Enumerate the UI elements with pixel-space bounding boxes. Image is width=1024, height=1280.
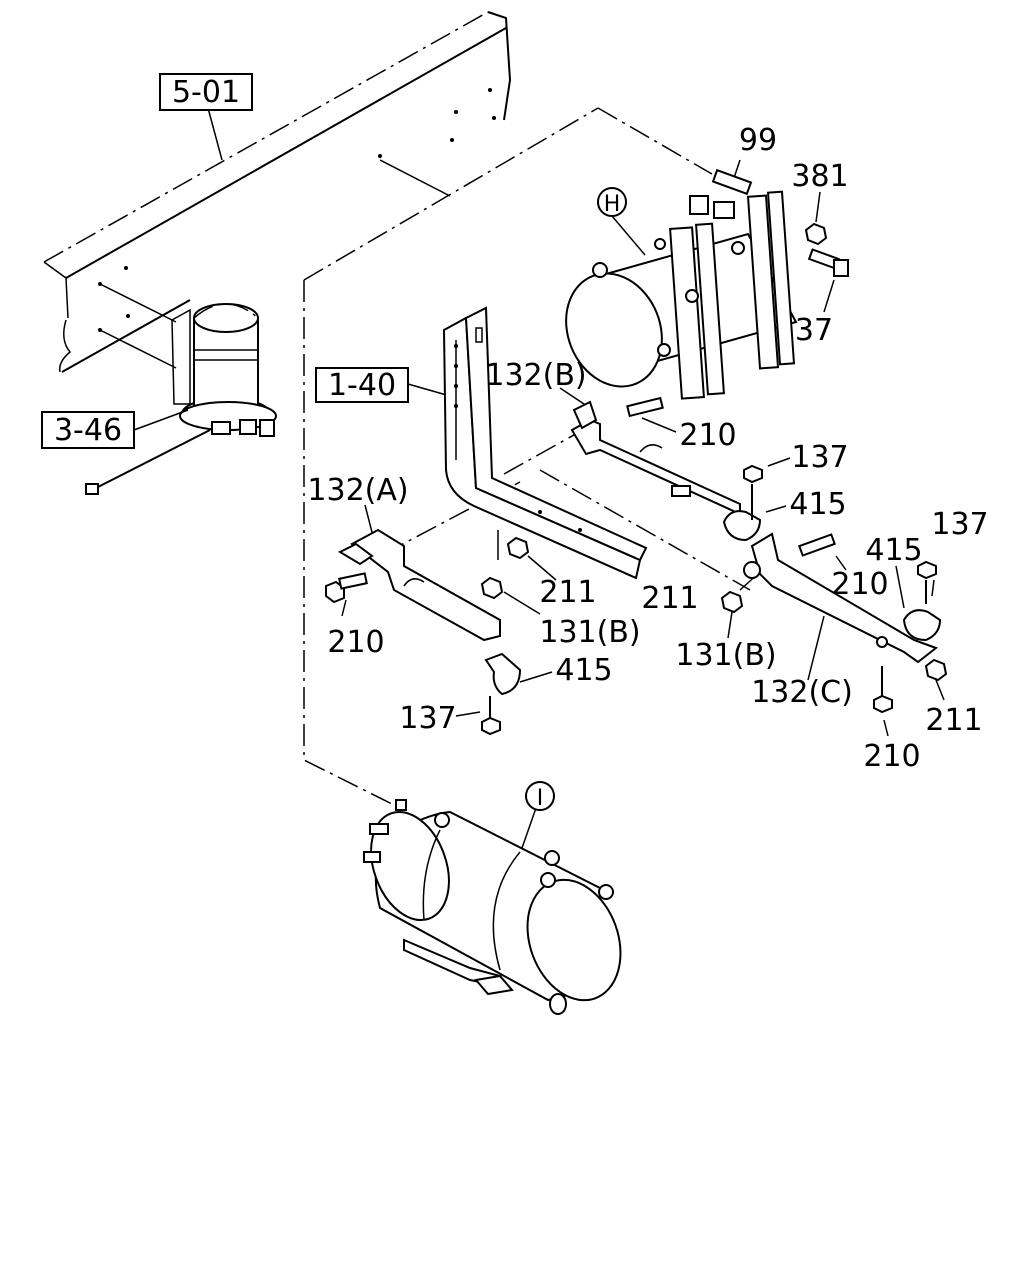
callout-415: 415	[865, 533, 922, 568]
callout-210: 210	[327, 625, 384, 660]
phantom-lines	[303, 107, 751, 809]
callout-210: 210	[831, 567, 888, 602]
callout-211: 211	[539, 575, 596, 610]
bracket-132c	[743, 532, 939, 664]
callout-137: 137	[399, 701, 456, 736]
callout-210: 210	[679, 418, 736, 453]
ref-box-label: 1-40	[328, 368, 396, 403]
callout-99: 99	[739, 123, 777, 158]
frame-rail	[43, 11, 512, 373]
callout-132c: 132(C)	[751, 675, 853, 710]
callout-137: 137	[931, 507, 988, 542]
callout-131b: 131(B)	[675, 638, 776, 673]
lower-air-tank	[363, 799, 622, 1015]
bracket-132a	[337, 528, 501, 642]
ref-box-label: 5-01	[172, 75, 240, 110]
view-marker-label: I	[537, 786, 544, 811]
callout-132a: 132(A)	[307, 473, 408, 508]
callout-415: 415	[789, 487, 846, 522]
callout-211: 211	[925, 703, 982, 738]
bolts-nuts	[325, 396, 948, 736]
callout-137: 137	[791, 440, 848, 475]
ref-box-3-46[interactable]: 3-46	[41, 411, 135, 449]
callout-labels: 99 381 37 132(B) 210 137 415 137 415 132…	[307, 123, 988, 774]
callout-381: 381	[791, 159, 848, 194]
callout-132b: 132(B)	[485, 358, 586, 393]
ref-box-1-40[interactable]: 1-40	[315, 367, 409, 403]
leader-lines	[133, 107, 945, 849]
l-bracket	[442, 306, 648, 580]
callout-210: 210	[863, 739, 920, 774]
bracket-132b	[570, 400, 741, 516]
callout-37: 37	[795, 313, 833, 348]
view-marker-i: I	[525, 781, 555, 811]
callout-211: 211	[641, 581, 698, 616]
view-marker-label: H	[604, 192, 621, 217]
callout-131b: 131(B)	[539, 615, 640, 650]
ref-box-5-01[interactable]: 5-01	[159, 73, 253, 111]
callout-415: 415	[555, 653, 612, 688]
upper-air-tank	[565, 190, 798, 400]
air-dryer-part	[85, 303, 277, 495]
upper-fasteners	[711, 168, 849, 277]
view-marker-h: H	[597, 187, 627, 217]
ref-box-label: 3-46	[54, 413, 122, 448]
clamps-415	[484, 510, 942, 696]
